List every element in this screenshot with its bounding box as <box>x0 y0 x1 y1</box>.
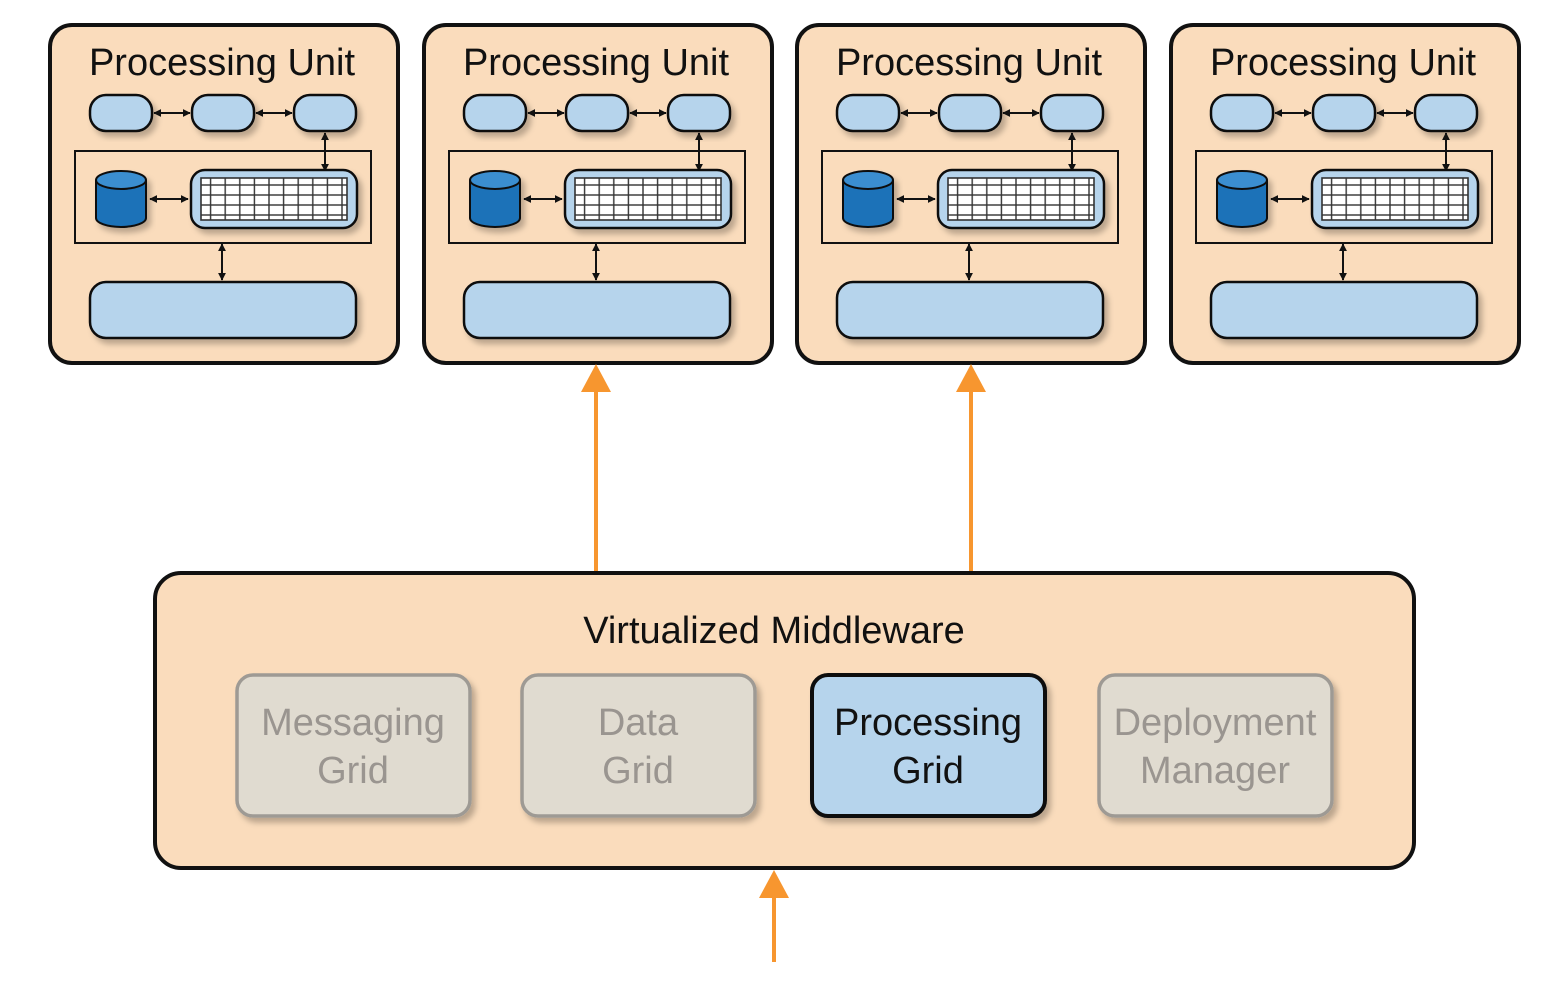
orange-arrow-to-unit-2 <box>581 364 611 575</box>
component-label-line2: Grid <box>892 750 964 792</box>
unit-title: Processing Unit <box>89 42 356 84</box>
container-bar <box>1209 280 1479 340</box>
service-component-2 <box>564 93 630 133</box>
service-component-1 <box>1209 93 1275 133</box>
unit-title: Processing Unit <box>1210 42 1477 84</box>
service-component-3 <box>292 93 358 133</box>
data-frame <box>1195 150 1493 244</box>
container-bar <box>88 280 358 340</box>
component-label-line2: Grid <box>602 750 674 792</box>
database-icon <box>95 170 147 228</box>
data-frame <box>448 150 746 244</box>
service-component-3 <box>1039 93 1105 133</box>
component-label-line1: Deployment <box>1114 702 1317 744</box>
processing-unit-2: Processing Unit <box>422 23 774 365</box>
service-component-3 <box>666 93 732 133</box>
unit-title: Processing Unit <box>836 42 1103 84</box>
container-bar <box>835 280 1105 340</box>
component-label-line2: Manager <box>1140 750 1290 792</box>
processing-unit-4: Processing Unit <box>1169 23 1521 365</box>
data-grid-icon <box>936 168 1106 230</box>
unit-title: Processing Unit <box>463 42 730 84</box>
data-grid-icon <box>563 168 733 230</box>
database-icon <box>1216 170 1268 228</box>
service-component-2 <box>190 93 256 133</box>
database-icon <box>842 170 894 228</box>
middleware-components: MessagingGridDataGridProcessingGridDeplo… <box>235 673 1334 818</box>
database-icon <box>469 170 521 228</box>
data-frame <box>74 150 372 244</box>
service-component-2 <box>1311 93 1377 133</box>
middleware-title: Virtualized Middleware <box>583 610 965 652</box>
processing-unit-3: Processing Unit <box>795 23 1147 365</box>
container-bar <box>462 280 732 340</box>
service-component-2 <box>937 93 1003 133</box>
service-component-3 <box>1413 93 1479 133</box>
component-label-line1: Processing <box>834 702 1022 744</box>
data-frame <box>821 150 1119 244</box>
orange-arrow-into-middleware <box>759 870 789 962</box>
data-grid-icon <box>1310 168 1480 230</box>
service-component-1 <box>462 93 528 133</box>
service-component-1 <box>835 93 901 133</box>
component-label-line1: Data <box>598 702 679 744</box>
processing-unit-1: Processing Unit <box>48 23 400 365</box>
service-component-1 <box>88 93 154 133</box>
component-label-line2: Grid <box>317 750 389 792</box>
component-label-line1: Messaging <box>261 702 445 744</box>
data-grid-icon <box>189 168 359 230</box>
orange-arrow-to-unit-3 <box>956 364 986 575</box>
